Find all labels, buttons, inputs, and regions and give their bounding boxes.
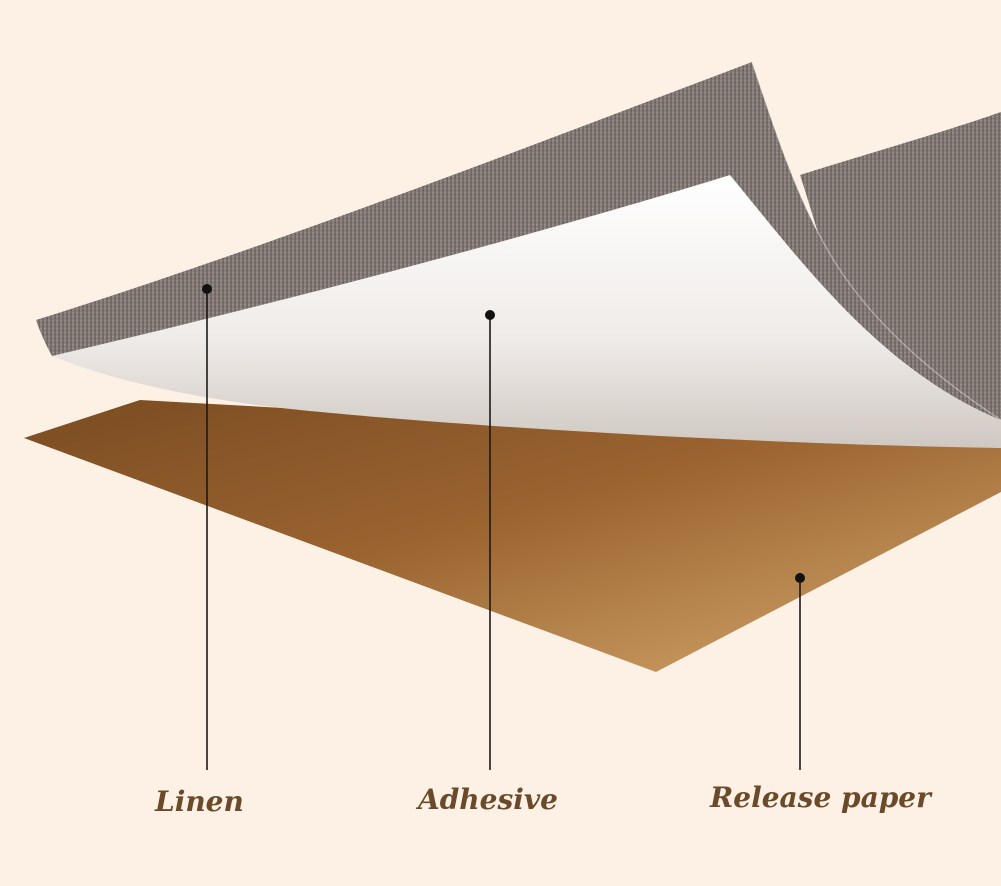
callout-release-paper	[795, 573, 805, 770]
callout-adhesive	[485, 310, 495, 770]
label-linen: Linen	[155, 785, 244, 818]
label-adhesive: Adhesive	[418, 783, 558, 816]
linen-edge-highlight	[751, 61, 1001, 421]
linen-layer	[36, 62, 1001, 420]
release-paper-layer	[24, 400, 1001, 672]
adhesive-layer	[52, 175, 1001, 448]
linen-back-panel	[800, 112, 1001, 448]
callout-linen	[202, 284, 212, 770]
label-release-paper: Release paper	[710, 781, 931, 814]
